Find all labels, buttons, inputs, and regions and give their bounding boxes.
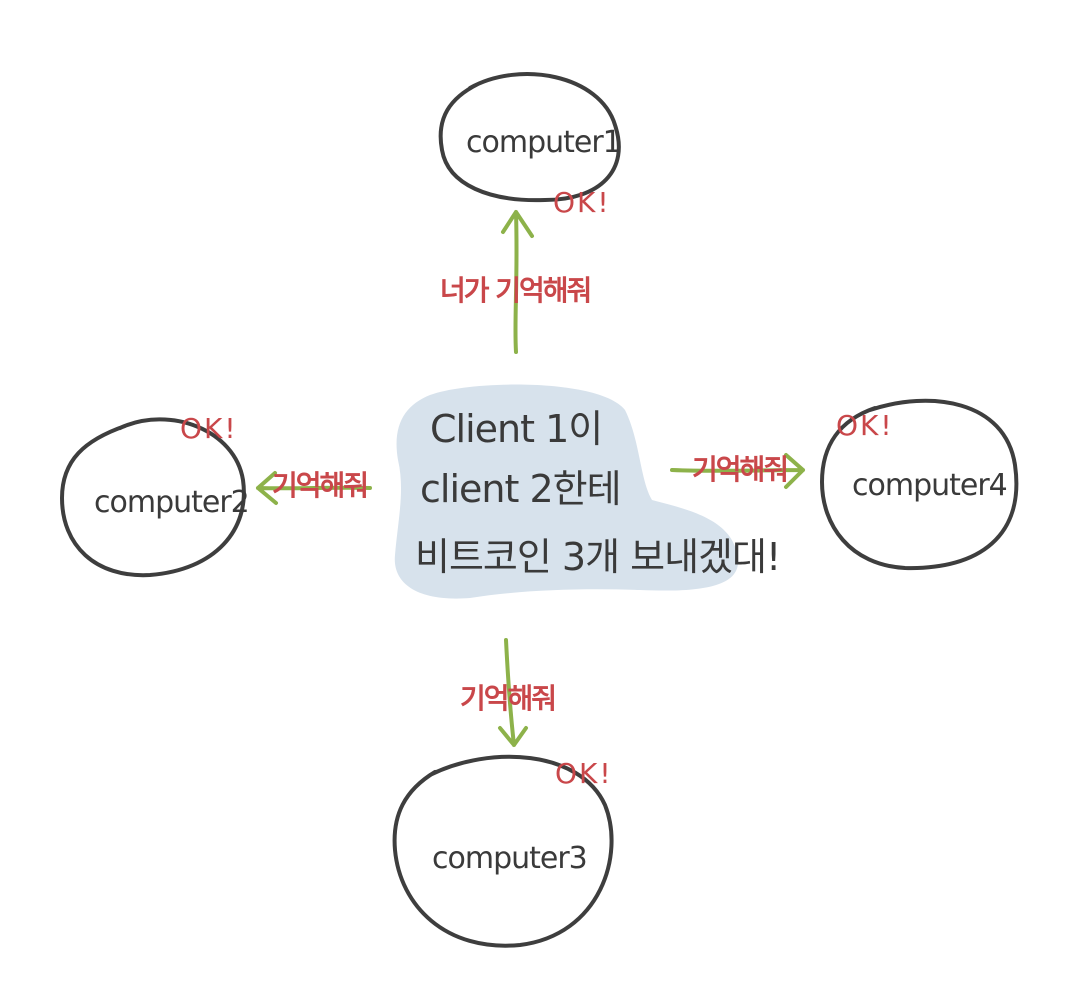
edge-label-computer2: 기억해줘	[272, 469, 367, 502]
center-text-line-3: 비트코인 3개 보내겠대!	[415, 535, 780, 579]
computer1-ok-badge: OK!	[553, 186, 611, 219]
computer4-label: computer4	[852, 468, 1007, 503]
edge-to-computer4: 기억해줘	[670, 453, 805, 489]
arrow-to-computer4	[670, 453, 805, 489]
computer3-ok-badge: OK!	[555, 757, 613, 790]
computer4-circle	[819, 398, 1019, 571]
edge-label-computer4: 기억해줘	[692, 453, 787, 486]
arrow-to-computer1	[501, 210, 534, 354]
computer2-circle	[59, 417, 246, 578]
node-computer3: computer3 OK!	[392, 754, 614, 948]
arrow-to-computer2	[256, 471, 372, 505]
computer3-label: computer3	[432, 841, 587, 876]
center-cloud-bubble	[394, 384, 739, 599]
node-computer2: computer2 OK!	[59, 412, 250, 578]
edge-to-computer3: 기억해줘	[460, 638, 557, 747]
edge-to-computer1: 너가 기억해줘	[440, 210, 592, 354]
edge-to-computer2: 기억해줘	[256, 469, 372, 505]
computer2-label: computer2	[94, 485, 249, 520]
computer2-ok-badge: OK!	[180, 412, 238, 445]
center-text-line-1: Client 1이	[430, 407, 602, 451]
edge-label-computer1: 너가 기억해줘	[440, 274, 590, 307]
arrow-to-computer3	[498, 638, 528, 747]
computer1-circle	[438, 72, 621, 203]
computer4-ok-badge: OK!	[836, 409, 894, 442]
computer3-circle	[392, 754, 614, 948]
node-computer1: computer1 OK!	[438, 72, 622, 219]
computer1-label: computer1	[466, 125, 621, 160]
node-computer4: computer4 OK!	[819, 398, 1019, 571]
edge-label-computer3: 기억해줘	[460, 682, 555, 715]
center-text-line-2: client 2한테	[420, 467, 621, 511]
